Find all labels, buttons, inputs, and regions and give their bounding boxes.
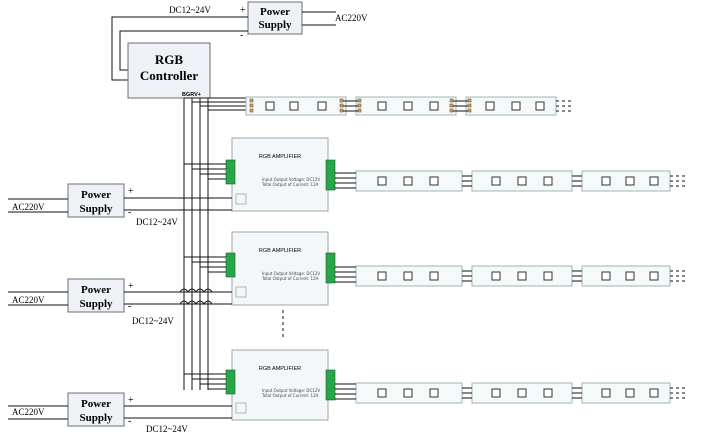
top-ac-label: AC220V	[335, 13, 368, 23]
power-supply-3-plus: +	[128, 395, 134, 406]
amplifier-1-spec-1: Input Output Voltage: DC12V	[262, 177, 320, 182]
amplifier-3-spec-1: Input Output Voltage: DC12V	[262, 388, 320, 393]
power-supply-1-box	[67, 183, 125, 218]
amplifier-1-title: RGB AMPLIFIER	[259, 154, 301, 160]
power-supply-1-plus: +	[128, 186, 134, 197]
rgb-controller-title-line1: RGB	[155, 52, 184, 67]
power-supply-1-dc-label: DC12~24V	[136, 217, 178, 227]
top-power-supply: Power Supply + - DC12~24V AC220V	[111, 1, 368, 81]
power-supply-3: Power Supply AC220V + - DC12~24V	[8, 392, 232, 434]
power-supply-2-minus: -	[128, 301, 131, 312]
power-supply-1: Power Supply AC220V + - DC12~24V	[8, 183, 232, 227]
controller-bus	[183, 97, 246, 390]
power-supply-3-minus: -	[128, 416, 131, 427]
svg-text:Supply: Supply	[79, 298, 113, 310]
power-supply-2-ac-label: AC220V	[12, 295, 45, 305]
power-supply-2-plus: +	[128, 281, 134, 292]
rgb-controller: RGB Controller BGRV+	[127, 42, 211, 99]
power-supply-2-dc-label: DC12~24V	[132, 316, 174, 326]
led-strip-row-3	[335, 382, 688, 404]
amplifier-unit-3: RGB AMPLIFIER Input Output Voltage: DC12…	[184, 349, 336, 421]
amplifier-3-spec-2: Total Output of Current: 12A	[261, 393, 319, 398]
power-supply-1-minus: -	[128, 207, 131, 218]
led-strip-row-2	[335, 265, 688, 287]
top-power-supply-box	[247, 1, 303, 35]
power-supply-1-ac-label: AC220V	[12, 202, 45, 212]
top-power-supply-title-line1: Power	[260, 6, 290, 18]
amplifier-2-spec-2: Total Output of Current: 12A	[261, 276, 319, 281]
top-power-supply-plus: +	[240, 5, 246, 16]
amplifier-3-title: RGB AMPLIFIER	[259, 366, 301, 372]
top-power-supply-minus: -	[240, 30, 243, 41]
led-strip-row-1	[335, 170, 688, 192]
top-power-supply-title-line2: Supply	[258, 19, 292, 31]
top-dc-label: DC12~24V	[169, 5, 211, 15]
power-supply-3-ac-label: AC220V	[12, 407, 45, 417]
svg-text:Power: Power	[81, 189, 111, 201]
power-supply-2: Power Supply AC220V + - DC12~24V	[8, 278, 284, 340]
rgb-controller-box	[127, 42, 211, 99]
power-supply-2-box	[67, 278, 125, 313]
amplifier-3-box	[231, 349, 329, 421]
amplifier-unit-2: RGB AMPLIFIER Input Output Voltage: DC12…	[184, 231, 336, 306]
svg-text:Power: Power	[81, 398, 111, 410]
amplifier-2-spec-1: Input Output Voltage: DC12V	[262, 271, 320, 276]
svg-text:Supply: Supply	[79, 412, 113, 424]
svg-text:Power: Power	[81, 284, 111, 296]
power-supply-3-dc-label: DC12~24V	[146, 424, 188, 434]
rgb-controller-title-line2: Controller	[140, 68, 198, 83]
power-supply-3-box	[67, 392, 125, 427]
amplifier-2-box	[231, 231, 329, 306]
svg-text:Supply: Supply	[79, 203, 113, 215]
amplifier-2-title: RGB AMPLIFIER	[259, 248, 301, 254]
amplifier-unit-1: RGB AMPLIFIER Input Output Voltage: DC12…	[184, 137, 336, 212]
amplifier-1-box	[231, 137, 329, 212]
rgb-controller-pins: BGRV+	[182, 92, 201, 98]
amplifier-1-spec-2: Total Output of Current: 12A	[261, 182, 319, 187]
top-led-strip	[245, 96, 574, 116]
